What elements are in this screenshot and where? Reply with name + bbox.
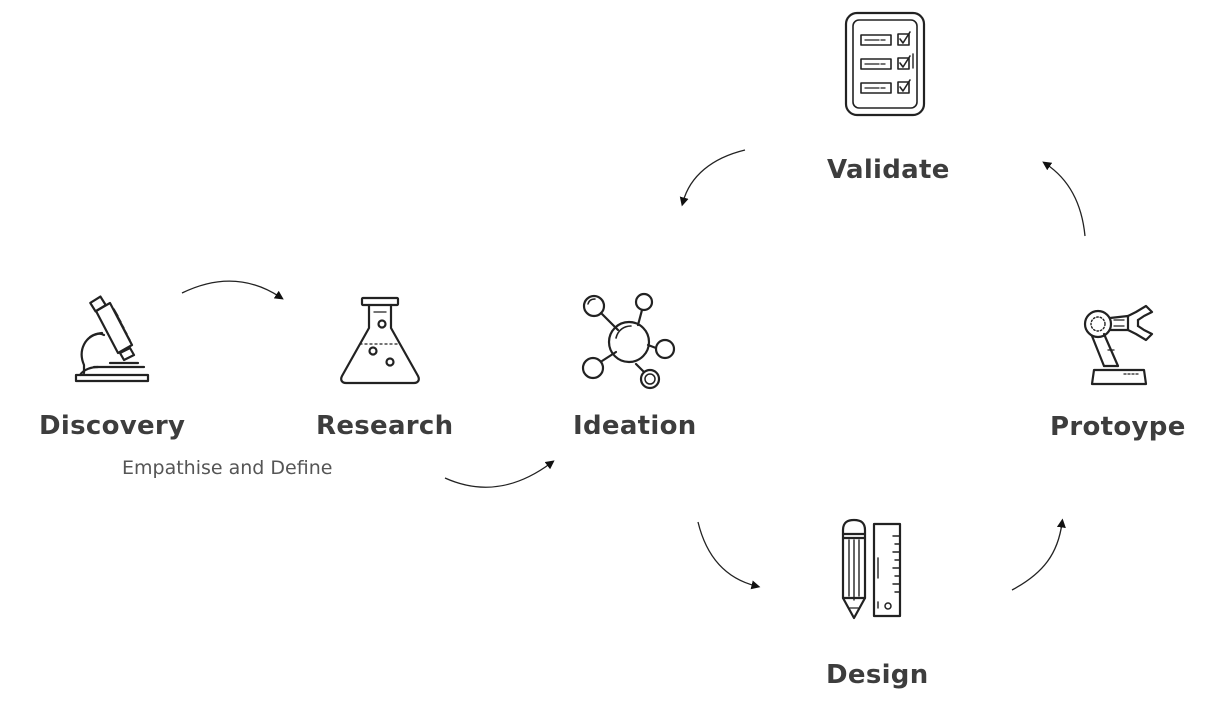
stage-label-validate: Validate — [827, 155, 950, 185]
flask-icon — [340, 296, 420, 385]
checklist-icon — [844, 11, 926, 117]
arrow-design-to-prototype — [1011, 518, 1066, 591]
robot-arm-icon — [1083, 304, 1154, 386]
stage-label-research: Research — [316, 411, 454, 441]
stage-subtitle: Empathise and Define — [122, 457, 333, 479]
arrow-prototype-to-validate — [1042, 161, 1086, 237]
arrow-discovery-to-research — [181, 280, 284, 300]
stage-label-discovery: Discovery — [39, 411, 186, 441]
pencil-ruler-icon — [841, 518, 902, 620]
arrow-ideation-to-design — [697, 521, 761, 590]
molecule-icon — [581, 292, 676, 390]
stage-label-ideation: Ideation — [573, 411, 697, 441]
arrow-validate-to-ideation — [679, 149, 746, 207]
stage-label-design: Design — [826, 660, 929, 690]
arrow-research-to-ideation — [444, 460, 555, 488]
stage-label-prototype: Protoype — [1050, 412, 1186, 442]
microscope-icon — [74, 295, 150, 383]
